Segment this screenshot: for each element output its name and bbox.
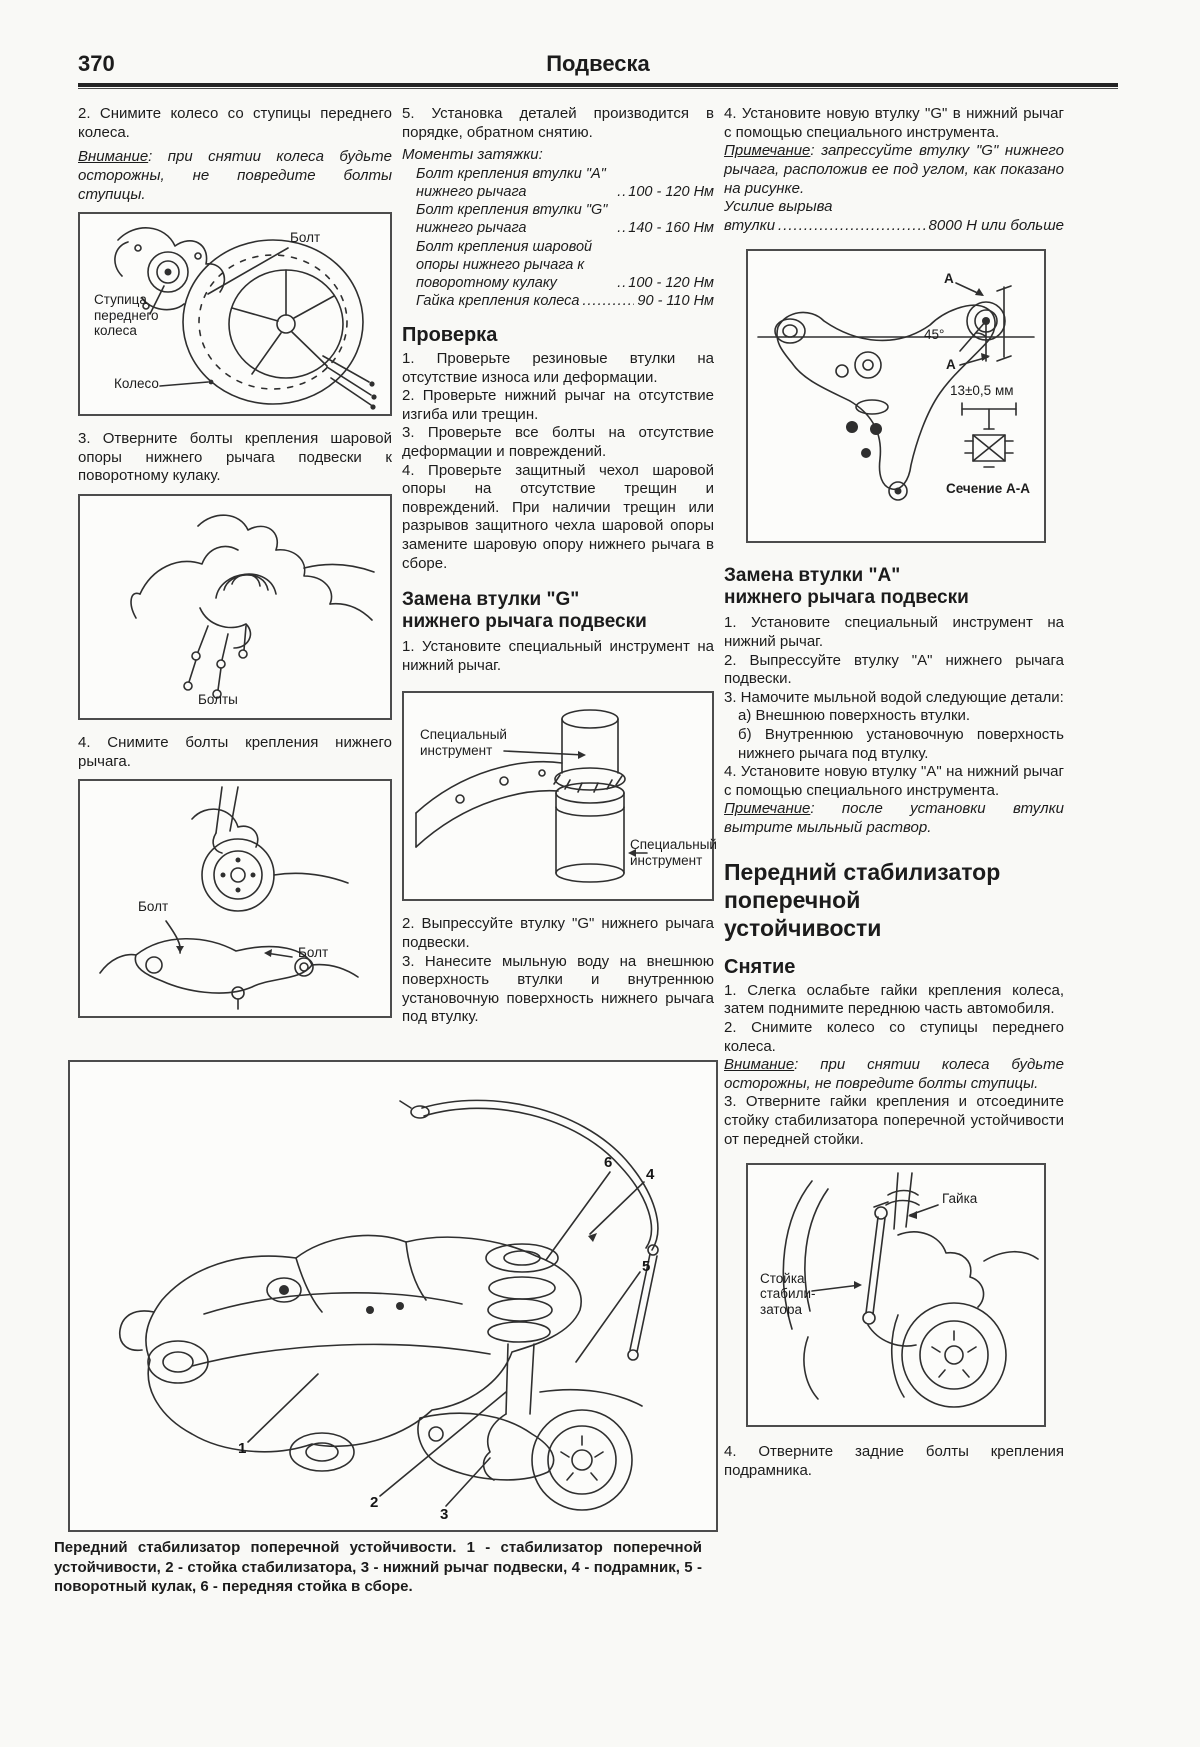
step-item: 3. Намочите мыльной водой следующие дета…: [724, 688, 1064, 706]
step-item: 1. Установите специальный инструмент на …: [724, 614, 1064, 651]
front-stabilizer-illustration: [118, 1099, 659, 1512]
section-heading-removal: Снятие: [724, 955, 796, 978]
figure-label-angle: 45°: [924, 327, 945, 343]
step-subitem: б) Внутреннюю установочную поверхность н…: [738, 726, 1064, 762]
page-title: Подвеска: [546, 51, 650, 76]
callout-4: 4: [646, 1166, 655, 1184]
section-heading-stabilizer: Передний стабилизатор поперечной устойчи…: [724, 858, 1001, 941]
figure-label-stab-link: Стойка стабили- затора: [760, 1271, 816, 1317]
note-press-bushing: Примечание: запрессуйте втулку "G" нижне…: [724, 142, 1064, 197]
callout-3: 3: [440, 1506, 449, 1524]
pullout-force-line2: втулки 8000 Н или больше: [724, 217, 1064, 236]
step-item: 2. Снимите колесо со ступицы переднего к…: [724, 1018, 1064, 1055]
figure-label-hub: Ступица переднего колеса: [94, 292, 159, 338]
figure-label-bolts: Болты: [198, 692, 238, 708]
special-tool-illustration: [415, 709, 648, 884]
pullout-force-line1: Усилие вырыва: [724, 198, 833, 216]
section-heading-bushing-a: Замена втулки "А" нижнего рычага подвеск…: [724, 565, 969, 609]
warning-note: Внимание: при снятии колеса будьте остор…: [724, 1056, 1064, 1092]
note-label: Примечание: [724, 142, 811, 160]
dotted-leader: [617, 183, 625, 201]
dotted-leader: [617, 274, 625, 292]
step-item: 4. Отверните задние болты крепления подр…: [724, 1443, 1064, 1479]
torque-item: Болт крепления втулки "G" нижнего рычага…: [416, 201, 714, 237]
step-item: 4. Установите новую втулку "А" на нижний…: [724, 763, 1064, 799]
torque-item: Болт крепления шаровой опоры нижнего рыч…: [416, 238, 714, 292]
figure-label-bolt-1: Болт: [138, 899, 169, 915]
torque-list: Болт крепления втулки "А" нижнего рычага…: [402, 165, 714, 310]
figure-label-section: Сечение А-А: [946, 481, 1030, 497]
torques-heading: Моменты затяжки:: [402, 146, 543, 164]
figure-arm-section: А 45° А 13±0,5 мм Сечение А-А: [746, 249, 1046, 544]
wheel-hub-illustration: [114, 227, 377, 410]
figure-ball-joint-bolts: Болты: [78, 494, 392, 721]
step-item: 4. Установите новую втулку "G" в нижний …: [724, 105, 1064, 141]
step-item: 1. Проверьте резиновые втулки на отсутст…: [402, 350, 714, 386]
column-middle: 5. Установка деталей производится в поря…: [402, 105, 717, 1032]
step-item: 2. Выпрессуйте втулку "G" нижнего рычага…: [402, 915, 714, 952]
callout-2: 2: [370, 1494, 379, 1512]
step-item: 2. Выпрессуйте втулку "А" нижнего рычага…: [724, 651, 1064, 688]
figure-label-tool-lower: Специальный инструмент: [630, 837, 717, 868]
step-item: 4. Проверьте защитный чехол шаровой опор…: [402, 461, 714, 572]
dotted-leader: [582, 292, 634, 310]
figure-caption: Передний стабилизатор поперечной устойчи…: [54, 1539, 702, 1596]
dotted-leader: [617, 219, 625, 237]
lower-arm-illustration: [99, 786, 359, 1011]
step-item: 4. Снимите болты крепления нижнего рычаг…: [78, 734, 392, 770]
step-item: 3. Нанесите мыльную воду на внешнюю пове…: [402, 952, 714, 1026]
step-item: 3. Отверните болты крепления шаровой опо…: [78, 430, 392, 485]
column-right: 4. Установите новую втулку "G" в нижний …: [724, 105, 1064, 1480]
header-rule: [78, 83, 1118, 90]
control-arm-section-illustration: [757, 282, 1035, 502]
torque-item: Болт крепления втулки "А" нижнего рычага…: [416, 165, 714, 201]
step-item: 2. Снимите колесо со ступицы переднего к…: [78, 105, 392, 141]
figure-label-wheel: Колесо: [114, 376, 159, 392]
step-item: 2. Проверьте нижний рычаг на отсутствие …: [402, 387, 714, 423]
figure-front-stabilizer-assembly: 1 2 3 4 5 6: [68, 1060, 718, 1533]
warning-note: Внимание: при снятии колеса будьте остор…: [78, 148, 392, 203]
step-item: 1. Слегка ослабьте гайки крепления колес…: [724, 981, 1064, 1018]
section-heading-check: Проверка: [402, 324, 498, 347]
warning-label: Внимание: [78, 148, 149, 166]
figure-lower-arm-bolts: Болт Болт: [78, 779, 392, 1019]
note-label: Примечание: [724, 800, 811, 818]
figure-label-dimension: 13±0,5 мм: [950, 383, 1014, 399]
figure-stabilizer-link: Гайка Стойка стабили- затора: [746, 1163, 1046, 1428]
section-heading-bushing-g: Замена втулки "G" нижнего рычага подвеск…: [402, 589, 647, 633]
warning-label: Внимание: [724, 1056, 795, 1074]
figure-label-a-bottom: А: [946, 357, 956, 373]
figure-label-bolt: Болт: [290, 230, 321, 246]
callout-5: 5: [642, 1258, 651, 1276]
note-wipe-solution: Примечание: после установки втулки вытри…: [724, 800, 1064, 837]
page-number: 370: [78, 51, 115, 76]
callout-1: 1: [238, 1440, 247, 1458]
stabilizer-link-illustration: [782, 1172, 1039, 1408]
figure-label-tool-upper: Специальный инструмент: [420, 727, 507, 758]
torque-item: Гайка крепления колеса 90 - 110 Нм: [416, 292, 714, 310]
figure-label-nut: Гайка: [942, 1191, 978, 1207]
figure-wheel-hub: Болт Ступица переднего колеса Колесо: [78, 212, 392, 417]
step-item: 5. Установка деталей производится в поря…: [402, 105, 714, 141]
step-item: 1. Установите специальный инструмент на …: [402, 638, 714, 674]
ball-joint-illustration: [130, 514, 375, 699]
figure-label-a-top: А: [944, 271, 954, 287]
dotted-leader: [778, 217, 926, 236]
column-left: 2. Снимите колесо со ступицы переднего к…: [78, 105, 392, 1032]
step-subitem: а) Внешнюю поверхность втулки.: [738, 707, 971, 725]
figure-label-bolt-2: Болт: [298, 945, 329, 961]
page-header: 370 Подвеска: [78, 50, 1118, 77]
step-item: 3. Проверьте все болты на отсутствие деф…: [402, 424, 714, 461]
step-item: 3. Отверните гайки крепления и отсоедини…: [724, 1093, 1064, 1148]
figure-special-tool: Специальный инструмент Специальный инстр…: [402, 691, 717, 902]
callout-6: 6: [604, 1154, 613, 1172]
